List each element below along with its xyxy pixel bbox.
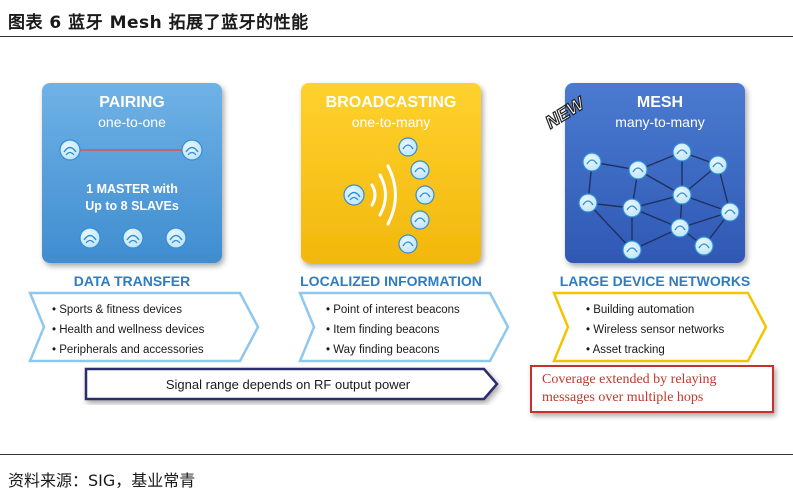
pairing-note-line2: Up to 8 SLAVEs: [85, 199, 179, 213]
pairing-subtitle: one-to-one: [98, 114, 166, 130]
device-node-icon: [410, 210, 430, 230]
pairing-card-bg: [42, 83, 222, 263]
device-node-icon: [415, 185, 435, 205]
pairing-card: PAIRING one-to-one 1 MASTER with Up to 8…: [42, 83, 222, 263]
device-node-icon: [181, 139, 203, 161]
coverage-note-line1: Coverage extended by relaying: [542, 372, 717, 387]
device-node-icon: [582, 152, 602, 172]
list-item: • Building automation: [586, 304, 694, 316]
mesh-nodes: [578, 142, 740, 260]
broadcast-waves-icon: [370, 164, 397, 226]
device-node-icon: [165, 227, 187, 249]
coverage-note-box: Coverage extended by relaying messages o…: [530, 365, 774, 413]
mesh-title: MESH: [637, 94, 683, 111]
bottom-divider: [0, 454, 793, 455]
broadcasting-subtitle: one-to-many: [352, 114, 431, 130]
device-node-icon: [79, 227, 101, 249]
broadcasting-card: BROADCASTING one-to-many: [301, 83, 481, 263]
device-node-icon: [122, 227, 144, 249]
pairing-note-line1: 1 MASTER with: [86, 182, 178, 196]
category-large-device-networks: LARGE DEVICE NETWORKS: [560, 273, 751, 289]
pairing-title: PAIRING: [99, 94, 164, 111]
list-item: • Wireless sensor networks: [586, 324, 724, 336]
device-node-icon: [410, 160, 430, 180]
device-node-icon: [720, 202, 740, 222]
device-node-icon: [343, 184, 365, 206]
localized-information-list: • Point of interest beacons • Item findi…: [298, 291, 510, 363]
device-node-icon: [398, 137, 418, 157]
list-chevron-blue: [298, 291, 510, 363]
mesh-card: MESH many-to-many NEW: [541, 83, 745, 263]
device-node-icon: [59, 139, 81, 161]
device-node-icon: [708, 155, 728, 175]
list-item: • Point of interest beacons: [326, 304, 460, 316]
signal-range-label: Signal range depends on RF output power: [166, 377, 411, 392]
device-node-icon: [578, 193, 598, 213]
broadcasting-title: BROADCASTING: [326, 94, 457, 111]
device-node-icon: [622, 240, 642, 260]
large-device-networks-list: • Building automation • Wireless sensor …: [552, 291, 768, 363]
device-node-icon: [398, 234, 418, 254]
device-node-icon: [628, 160, 648, 180]
device-node-icon: [670, 218, 690, 238]
device-node-icon: [622, 198, 642, 218]
mesh-subtitle: many-to-many: [615, 114, 704, 130]
list-item: • Health and wellness devices: [52, 324, 205, 336]
figure-title: 图表 6 蓝牙 Mesh 拓展了蓝牙的性能: [8, 13, 309, 33]
source-note: 资料来源：SIG，基业常青: [8, 471, 196, 490]
mesh-card-bg: [565, 83, 745, 263]
list-item: • Way finding beacons: [326, 344, 440, 356]
list-item: • Item finding beacons: [326, 324, 440, 336]
top-divider: [0, 36, 793, 37]
device-node-icon: [694, 236, 714, 256]
coverage-note-line2: messages over multiple hops: [542, 390, 704, 405]
category-localized-information: LOCALIZED INFORMATION: [300, 273, 482, 289]
device-node-icon: [672, 185, 692, 205]
data-transfer-list: • Sports & fitness devices • Health and …: [28, 291, 260, 363]
list-item: • Asset tracking: [586, 344, 665, 356]
list-item: • Sports & fitness devices: [52, 304, 182, 316]
list-chevron-yellow: [552, 291, 768, 363]
list-item: • Peripherals and accessories: [52, 344, 204, 356]
category-data-transfer: DATA TRANSFER: [74, 273, 190, 289]
device-node-icon: [672, 142, 692, 162]
signal-range-arrow: Signal range depends on RF output power: [84, 367, 499, 401]
list-chevron-blue: [28, 291, 260, 363]
